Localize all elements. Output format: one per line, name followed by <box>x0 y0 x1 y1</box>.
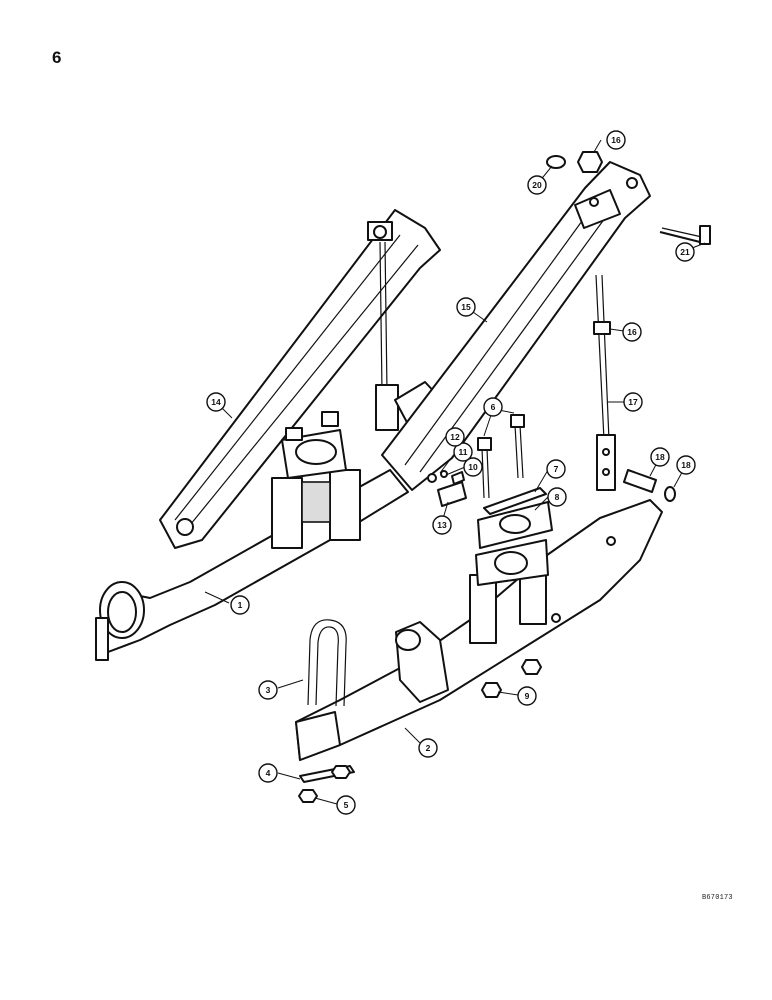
svg-text:10: 10 <box>468 462 478 472</box>
callout-8: 8 <box>547 487 567 507</box>
svg-text:17: 17 <box>628 397 638 407</box>
callout-18-washer: 18 <box>676 455 696 475</box>
callout-7: 7 <box>546 459 566 479</box>
callout-21: 21 <box>675 242 695 262</box>
callout-14: 14 <box>206 392 226 412</box>
right-brace-assembly <box>381 151 711 491</box>
callout-6: 6 <box>483 397 503 417</box>
svg-text:6: 6 <box>491 402 496 412</box>
callout-18-pin: 18 <box>650 447 670 467</box>
callout-1: 1 <box>230 595 250 615</box>
svg-text:4: 4 <box>266 768 271 778</box>
left-frame-assembly <box>95 209 441 661</box>
callout-2: 2 <box>418 738 438 758</box>
hardware-bolts <box>427 414 676 549</box>
callout-17: 17 <box>623 392 643 412</box>
svg-text:20: 20 <box>532 180 542 190</box>
svg-text:3: 3 <box>266 685 271 695</box>
callout-20: 20 <box>527 175 547 195</box>
callout-15: 15 <box>456 297 476 317</box>
page-number: 6 <box>52 48 62 67</box>
drawing-id: B670173 <box>702 894 733 902</box>
svg-text:2: 2 <box>426 743 431 753</box>
svg-text:16: 16 <box>611 135 621 145</box>
callout-9: 9 <box>517 686 537 706</box>
svg-text:12: 12 <box>450 432 460 442</box>
callout-12: 12 <box>445 427 465 447</box>
svg-text:8: 8 <box>555 492 560 502</box>
svg-text:18: 18 <box>655 452 665 462</box>
callout-16-rod: 16 <box>622 322 642 342</box>
svg-text:11: 11 <box>459 447 468 457</box>
callout-3: 3 <box>258 680 278 700</box>
callout-10: 10 <box>463 457 483 477</box>
svg-text:15: 15 <box>461 302 471 312</box>
callouts: 1 2 3 4 5 6 7 8 <box>206 130 696 815</box>
svg-text:1: 1 <box>238 600 243 610</box>
callout-13: 13 <box>432 515 452 535</box>
svg-text:7: 7 <box>554 464 559 474</box>
svg-text:9: 9 <box>525 691 530 701</box>
callout-11: 11 <box>453 442 473 462</box>
svg-text:21: 21 <box>680 247 690 257</box>
svg-text:16: 16 <box>627 327 637 337</box>
lower-frame-assembly <box>295 499 663 803</box>
callout-16-top: 16 <box>606 130 626 150</box>
svg-text:14: 14 <box>211 397 221 407</box>
svg-text:18: 18 <box>681 460 691 470</box>
svg-text:5: 5 <box>344 800 349 810</box>
callout-4: 4 <box>258 763 278 783</box>
svg-text:13: 13 <box>437 520 447 530</box>
callout-5: 5 <box>336 795 356 815</box>
